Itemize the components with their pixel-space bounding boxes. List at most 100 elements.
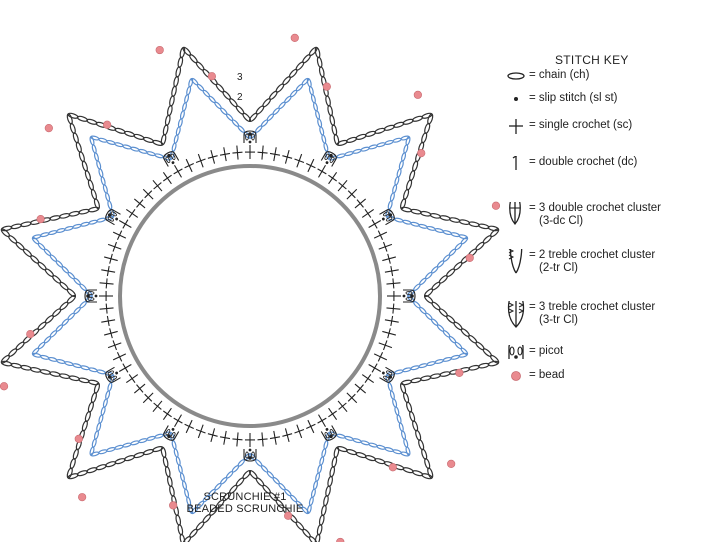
chain-stitch: [400, 379, 413, 386]
single-crochet-stitch: [373, 230, 388, 240]
chain-stitch: [86, 118, 98, 125]
chain-stitch: [402, 467, 414, 474]
single-crochet-stitch: [368, 219, 382, 229]
chain-stitch: [331, 456, 338, 468]
chain-stitch: [331, 124, 338, 136]
chain-stitch: [100, 406, 106, 416]
chain-stitch: [450, 232, 460, 238]
slip-stitch: [248, 132, 252, 136]
chain-stitch: [439, 371, 451, 377]
chain-stitch: [90, 188, 97, 200]
chain-stitch: [368, 144, 378, 150]
chain-stitch: [142, 449, 154, 456]
inner-chain-round: [31, 77, 469, 515]
picot-stitch: [379, 209, 395, 226]
chain-stitch: [32, 352, 42, 358]
bead: [169, 501, 178, 510]
single-crochet-stitch: [306, 158, 316, 173]
chain-stitch: [87, 179, 94, 191]
chain-stitch: [29, 367, 42, 373]
single-crochet-stitch: [317, 164, 327, 178]
round-label-2: 2: [237, 92, 243, 103]
single-crochet-round: [99, 145, 401, 447]
bead: [207, 72, 216, 81]
bead: [491, 201, 500, 210]
chain-stitch: [58, 373, 71, 379]
chain-stitch: [123, 455, 136, 462]
chain-stitch: [90, 392, 97, 404]
chain-stitch: [133, 133, 145, 140]
chain-stitch: [429, 213, 442, 219]
scrunchie-ring: [118, 164, 382, 428]
chain-stitch: [410, 208, 422, 215]
single-crochet-stitch: [125, 208, 139, 218]
key-item-2tr-cluster: = 2 treble crochet cluster (2-tr Cl): [500, 249, 705, 274]
bead: [322, 82, 331, 91]
single-crochet-stitch: [173, 414, 183, 428]
chain-stitch: [323, 440, 329, 450]
single-crochet-stitch: [244, 145, 256, 159]
chain-stitch: [346, 449, 358, 456]
chain-stitch: [105, 192, 111, 202]
picot-stitch: [243, 448, 257, 462]
chain-stitch: [398, 160, 404, 170]
chain-stitch: [107, 382, 113, 392]
chain-stitch: [319, 126, 325, 136]
chain-stitch: [138, 438, 148, 444]
single-crochet-stitch: [207, 150, 218, 164]
chain-stitch: [175, 126, 181, 136]
chain-stitch: [89, 446, 95, 456]
chain-stitch: [107, 200, 113, 210]
chain-stitch: [68, 210, 80, 217]
chain-stitch: [368, 442, 378, 448]
single-crochet-stitch: [354, 383, 367, 394]
chain-stitch: [68, 375, 80, 382]
chain-stitch: [122, 442, 132, 448]
bead: [78, 493, 87, 502]
chain-stitch: [418, 439, 425, 451]
chain-stitch: [177, 56, 184, 68]
chain-stitch: [360, 440, 370, 446]
chain-stitch: [410, 365, 420, 371]
chain-stitch: [405, 136, 411, 146]
chain-stitch: [80, 221, 90, 227]
chain-stitch: [336, 433, 346, 439]
chain-stitch: [396, 168, 402, 178]
picot-stitch: [163, 425, 180, 441]
slip-stitch: [329, 434, 333, 439]
single-crochet-stitch: [99, 278, 114, 289]
chain-stitch: [167, 475, 173, 488]
bead-group: [0, 33, 500, 542]
chain-stitch: [402, 367, 412, 373]
chain-stitch: [154, 433, 164, 439]
chain-stitch: [376, 444, 386, 450]
two-tr-cluster-icon: [508, 249, 523, 274]
chain-stitch: [442, 356, 452, 362]
chain-stitch: [67, 473, 79, 480]
single-crochet-stitch: [219, 430, 231, 445]
chain-stitch: [313, 480, 318, 490]
chain-stitch: [333, 446, 340, 459]
chain-stitch: [171, 142, 177, 152]
chain-stitch: [64, 361, 74, 367]
chain-stitch: [374, 127, 386, 134]
chain-stitch: [138, 148, 148, 154]
chain-stitch: [88, 219, 98, 225]
chain-stitch: [439, 215, 451, 221]
chain-stitch: [412, 470, 424, 477]
crochet-chart: 3 2: [0, 33, 500, 542]
chain-stitch: [90, 451, 100, 457]
chain-stitch: [392, 137, 402, 143]
single-crochet-stitch: [282, 428, 293, 442]
chain-stitch: [171, 440, 177, 450]
chain-stitch: [458, 352, 468, 358]
chain-stitch: [72, 223, 82, 229]
chain-stitch: [75, 141, 82, 153]
chain-stitch: [32, 234, 42, 240]
chain-stitch: [66, 113, 73, 125]
chain-stitch: [114, 142, 124, 148]
chain-stitch: [10, 362, 22, 369]
chain-stitch: [393, 121, 405, 128]
chain-stitch: [392, 449, 402, 455]
slip-stitch: [410, 294, 414, 298]
